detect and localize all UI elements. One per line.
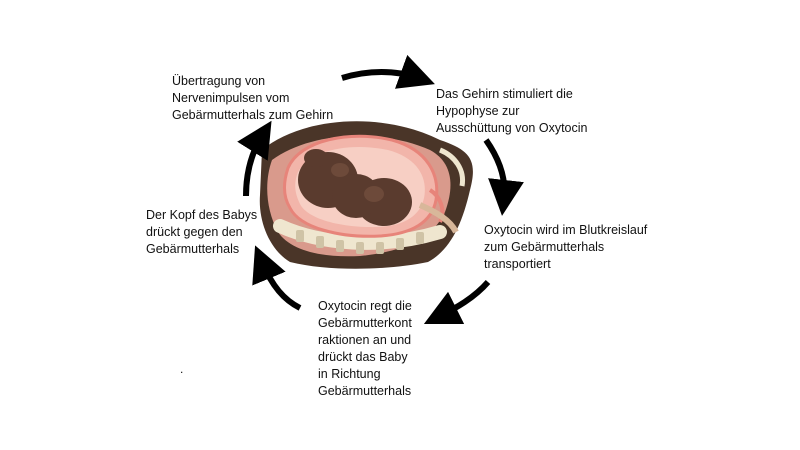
arrow-right-upper	[483, 138, 524, 216]
arrow-right-lower	[423, 279, 491, 325]
stray-dot: .	[180, 362, 184, 376]
arrow-left	[237, 120, 272, 197]
step-contractions: Oxytocin regt die Gebärmutterkont raktio…	[318, 299, 412, 398]
step-brain-stimulates-pituitary: Das Gehirn stimuliert die Hypophyse zur …	[436, 87, 588, 135]
arrow-top	[341, 54, 435, 89]
step-nerve-impulses: Übertragung von Nervenimpulsen vom Gebär…	[172, 74, 334, 122]
step-oxytocin-transport: Oxytocin wird im Blutkreislauf zum Gebär…	[484, 223, 648, 271]
step-baby-head-pressure: Der Kopf des Babys drückt gegen den Gebä…	[146, 208, 258, 256]
pregnancy-illustration	[259, 121, 473, 269]
arrow-bottom-left	[252, 245, 302, 311]
cycle-arrows	[237, 54, 524, 325]
